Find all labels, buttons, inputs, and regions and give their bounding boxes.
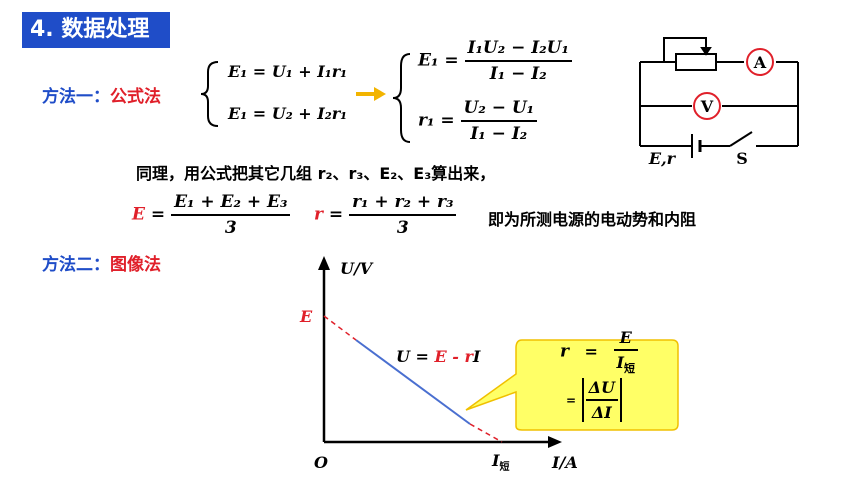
line-equation: U = E - rI: [396, 347, 481, 366]
line-eq-red: E - r: [434, 347, 475, 366]
E1-formula: E₁ = I₁U₂ − I₂U₁ I₁ − I₂: [418, 38, 572, 84]
rheostat-icon: [675, 53, 717, 71]
r-average-numerator: r₁ + r₂ + r₃: [349, 192, 457, 216]
similarly-text: 同理，用公式把其它几组 r₂、r₃、E₂、E₃算出来，: [136, 164, 496, 183]
E1-numerator: I₁U₂ − I₂U₁: [464, 38, 572, 62]
method2-heading: 方法二：图像法: [42, 250, 161, 275]
callout-eq2: =: [566, 393, 577, 408]
section-title: 4. 数据处理: [22, 12, 170, 48]
callout-frac1-den-sub: 短: [624, 362, 636, 376]
callout-frac2: ΔU ΔI: [585, 378, 619, 422]
callout-frac1-den-letter: I: [616, 353, 625, 372]
E-average-denominator: 3: [224, 218, 237, 238]
r1-fraction: U₂ − U₁ I₁ − I₂: [460, 98, 538, 144]
y-intercept-label: E: [299, 307, 313, 326]
origin-label: O: [314, 453, 328, 472]
method2-name: 图像法: [110, 255, 161, 275]
r-average-lhs: r: [314, 204, 323, 225]
r-average-formula: r = r₁ + r₂ + r₃ 3: [314, 192, 457, 238]
E-average-lhs: E: [132, 204, 145, 225]
callout-delta-formula: = ΔU ΔI: [566, 378, 623, 422]
callout-r-lhs: r: [560, 341, 569, 362]
E-average-fraction: E₁ + E₂ + E₃ 3: [171, 192, 291, 238]
E-average-numerator: E₁ + E₂ + E₃: [171, 192, 291, 216]
u-i-line: [355, 339, 471, 425]
circuit-diagram: A V E,r S: [639, 37, 799, 168]
r1-lhs: r₁ =: [418, 110, 455, 131]
r1-denominator: I₁ − I₂: [470, 124, 528, 144]
E1-lhs: E₁ =: [418, 50, 459, 71]
switch-label: S: [736, 149, 748, 168]
extrapolation-top: [323, 315, 357, 341]
E1-denominator: I₁ − I₂: [489, 64, 547, 84]
callout-frac2-den: ΔI: [591, 403, 612, 422]
r-average-eq: =: [328, 204, 344, 225]
x-intercept-sub: 短: [499, 460, 509, 473]
arrow-right-icon: [356, 87, 386, 101]
callout-bubble: [465, 339, 679, 431]
E-average-eq: =: [150, 204, 166, 225]
callout-r-formula: r = E I短: [560, 328, 639, 376]
conclusion-text: 即为所测电源的电动势和内阻: [488, 210, 697, 229]
extrapolation-bottom: [469, 423, 503, 443]
callout-frac1: E I短: [613, 328, 639, 376]
callout-frac1-den: I短: [614, 351, 638, 376]
method2-label: 方法二：: [42, 255, 110, 275]
voltmeter-icon: [693, 92, 721, 120]
method1-heading: 方法一：公式法: [42, 82, 161, 107]
u-i-graph: U/V I/A O E I短 U = E - rI: [299, 256, 578, 473]
x-intercept-letter: I: [491, 451, 500, 470]
ammeter-icon: [746, 48, 774, 76]
source-label: E,r: [648, 149, 677, 168]
r1-numerator: U₂ − U₁: [460, 98, 538, 122]
r-average-fraction: r₁ + r₂ + r₃ 3: [349, 192, 457, 238]
callout-frac2-num: ΔU: [585, 378, 619, 401]
line-eq-prefix: U =: [396, 347, 435, 366]
E1-fraction: I₁U₂ − I₂U₁ I₁ − I₂: [464, 38, 572, 84]
method1-eq1: E₁ = U₁ + I₁r₁: [228, 62, 348, 81]
r-average-denominator: 3: [396, 218, 409, 238]
ammeter-label: A: [753, 53, 767, 72]
y-axis-label: U/V: [340, 259, 374, 278]
E-average-formula: E = E₁ + E₂ + E₃ 3: [132, 192, 291, 238]
method1-label: 方法一：: [42, 87, 110, 107]
callout-abs-bars: ΔU ΔI: [581, 378, 623, 422]
y-axis-arrow-icon: [318, 256, 330, 270]
x-axis-arrow-icon: [548, 436, 562, 448]
right-brace-icon: [392, 53, 411, 143]
method1-name: 公式法: [110, 87, 161, 107]
callout-frac1-num: E: [613, 328, 639, 351]
voltmeter-label: V: [700, 97, 714, 116]
r1-formula: r₁ = U₂ − U₁ I₁ − I₂: [418, 98, 538, 144]
left-brace-icon: [200, 61, 219, 127]
method1-eq2: E₁ = U₂ + I₂r₁: [228, 104, 348, 123]
x-intercept-label: I短: [491, 451, 509, 473]
x-axis-label: I/A: [551, 453, 578, 472]
callout-eq: =: [584, 341, 598, 361]
line-eq-suffix: I: [472, 347, 481, 366]
